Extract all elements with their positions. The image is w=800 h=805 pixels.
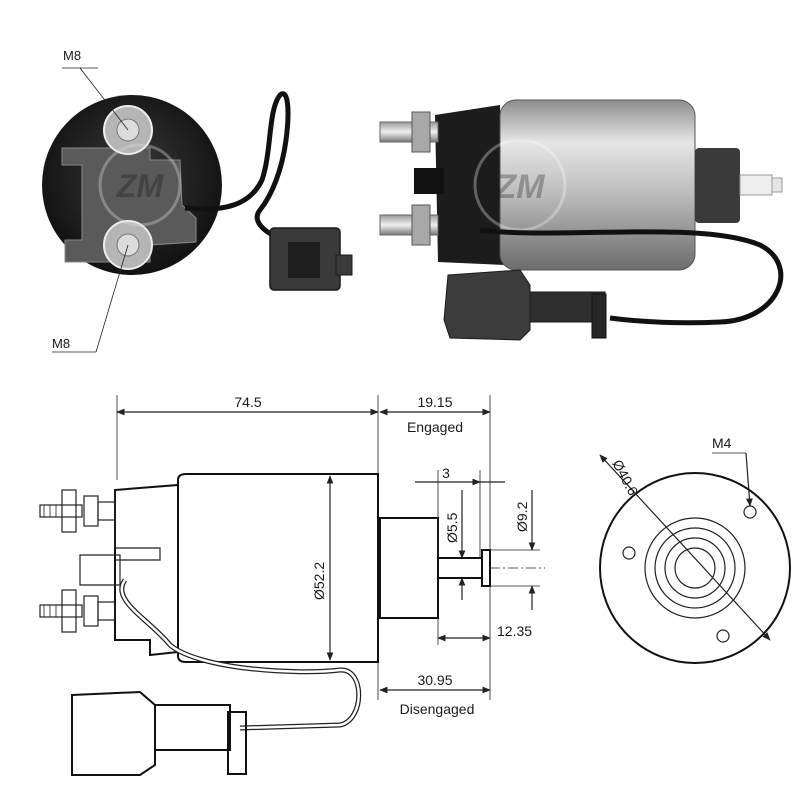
svg-text:ZM: ZM: [494, 168, 545, 206]
label-top-m8: M8: [63, 48, 81, 63]
dim-line-bolt-circle: [599, 454, 771, 641]
wire-lead: [184, 91, 291, 243]
leader-top-m8: [79, 67, 129, 131]
front-drawing: Ø40.6 M4: [599, 435, 791, 664]
label-engaged: Engaged: [407, 419, 463, 435]
drawing-plunger: [437, 557, 483, 579]
front-bolt-hole: [743, 505, 757, 519]
drawing-top-stud: [39, 489, 116, 533]
front-outer-circle: [599, 472, 791, 664]
leader-bottom-m8: [95, 244, 129, 353]
drawing-cap: [114, 483, 179, 657]
watermark-logo: ZM: [98, 143, 182, 227]
watermark-logo-side: ZM: [473, 138, 567, 232]
side-drawing: 74.5 19.15 Engaged 3 Ø52.2 Ø5.5 Ø9.2 12.…: [39, 394, 545, 776]
end-view-photo: ZM M8 M8: [42, 48, 353, 353]
drawing-connector: [71, 690, 247, 776]
front-boss-outer: [644, 517, 746, 619]
front-bolt-hole: [622, 546, 636, 560]
drawing-plunger-sleeve: [379, 517, 439, 619]
dim-inner-dia: Ø5.5: [444, 512, 460, 543]
dim-step: 3: [442, 465, 450, 481]
plunger-tip: [739, 174, 773, 196]
dim-disengaged: 30.95: [417, 672, 452, 688]
switch-tab: [414, 168, 444, 194]
front-bolt-hole: [716, 629, 730, 643]
label-m4: M4: [712, 435, 732, 451]
svg-text:ZM: ZM: [116, 168, 165, 204]
plunger-sleeve: [695, 148, 740, 223]
dim-plunger-len: 12.35: [497, 623, 532, 639]
front-plunger-bore: [674, 547, 716, 589]
drawing-bottom-stud: [39, 589, 116, 633]
terminal-cap: [435, 105, 505, 265]
drawing-can: [177, 473, 379, 663]
label-bottom-m8: M8: [52, 336, 70, 351]
dim-engaged: 19.15: [417, 394, 452, 410]
label-disengaged: Disengaged: [400, 701, 475, 717]
dim-length: 74.5: [234, 394, 261, 410]
side-view-photo: ZM: [379, 99, 784, 341]
dim-body-dia: Ø52.2: [311, 562, 327, 600]
dim-bolt-circle: Ø40.6: [609, 457, 641, 498]
side-wire-lead: [479, 227, 784, 326]
dim-plunger-dia: Ø9.2: [514, 501, 530, 532]
leader-m4: [745, 452, 753, 507]
side-connector: [443, 269, 531, 341]
